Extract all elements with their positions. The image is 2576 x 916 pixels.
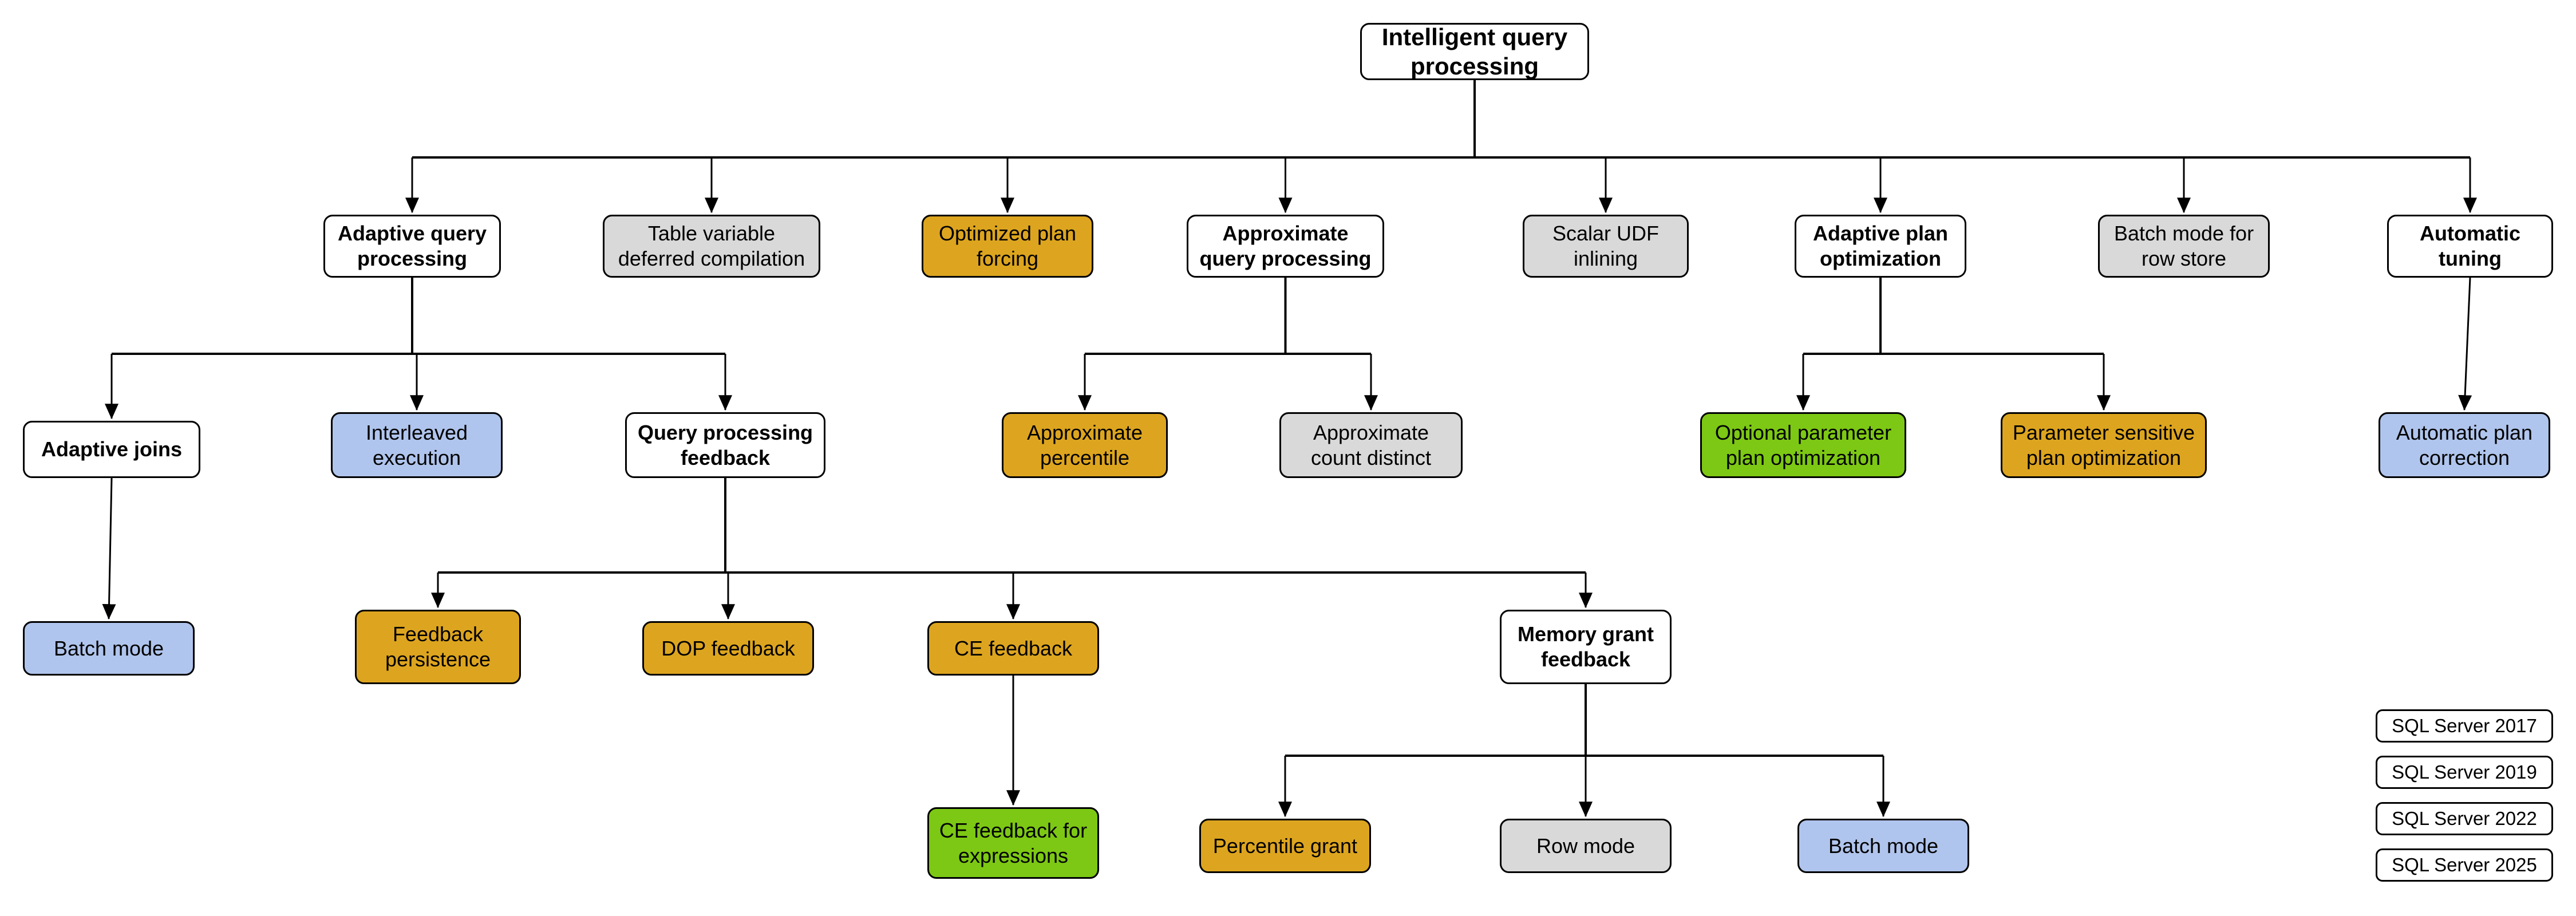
node-approxpct[interactable]: Approximate percentile <box>1002 412 1168 478</box>
node-interleaved[interactable]: Interleaved execution <box>331 412 503 478</box>
node-pctgrant[interactable]: Percentile grant <box>1199 819 1371 873</box>
node-scalarudf[interactable]: Scalar UDF inlining <box>1523 215 1689 278</box>
node-tvdc[interactable]: Table variable deferred compilation <box>603 215 820 278</box>
node-batchmode1[interactable]: Batch mode <box>23 621 195 676</box>
legend-2022: SQL Server 2022 <box>2376 802 2553 835</box>
node-apc[interactable]: Automatic plan correction <box>2379 412 2550 478</box>
node-apo[interactable]: Adaptive plan optimization <box>1795 215 1966 278</box>
node-autotune[interactable]: Automatic tuning <box>2387 215 2553 278</box>
node-dopfeedback[interactable]: DOP feedback <box>642 621 814 676</box>
node-rowmode[interactable]: Row mode <box>1500 819 1672 873</box>
node-memgrant[interactable]: Memory grant feedback <box>1500 610 1672 684</box>
node-adaptivejoins[interactable]: Adaptive joins <box>23 421 200 478</box>
node-aqp[interactable]: Adaptive query processing <box>323 215 501 278</box>
node-bmrs[interactable]: Batch mode for row store <box>2098 215 2270 278</box>
node-cefeedback[interactable]: CE feedback <box>927 621 1099 676</box>
legend-2019: SQL Server 2019 <box>2376 756 2553 789</box>
legend-2025: SQL Server 2025 <box>2376 848 2553 882</box>
node-opf[interactable]: Optimized plan forcing <box>922 215 1093 278</box>
node-approxqp[interactable]: Approximate query processing <box>1187 215 1384 278</box>
node-ceexpr[interactable]: CE feedback for expressions <box>927 807 1099 879</box>
connector-adaptivejoins-to-batchmode1 <box>102 477 116 620</box>
node-approxcd[interactable]: Approximate count distinct <box>1279 412 1463 478</box>
node-batchmode2[interactable]: Batch mode <box>1797 819 1969 873</box>
node-root[interactable]: Intelligent query processing <box>1360 23 1589 80</box>
legend-2017: SQL Server 2017 <box>2376 709 2553 743</box>
node-optparam[interactable]: Optional parameter plan optimization <box>1700 412 1906 478</box>
node-psp[interactable]: Parameter sensitive plan optimization <box>2001 412 2207 478</box>
node-fbpersist[interactable]: Feedback persistence <box>355 610 521 684</box>
node-qpfeedback[interactable]: Query processing feedback <box>625 412 825 478</box>
connector-autotune-to-apc <box>2458 277 2472 411</box>
